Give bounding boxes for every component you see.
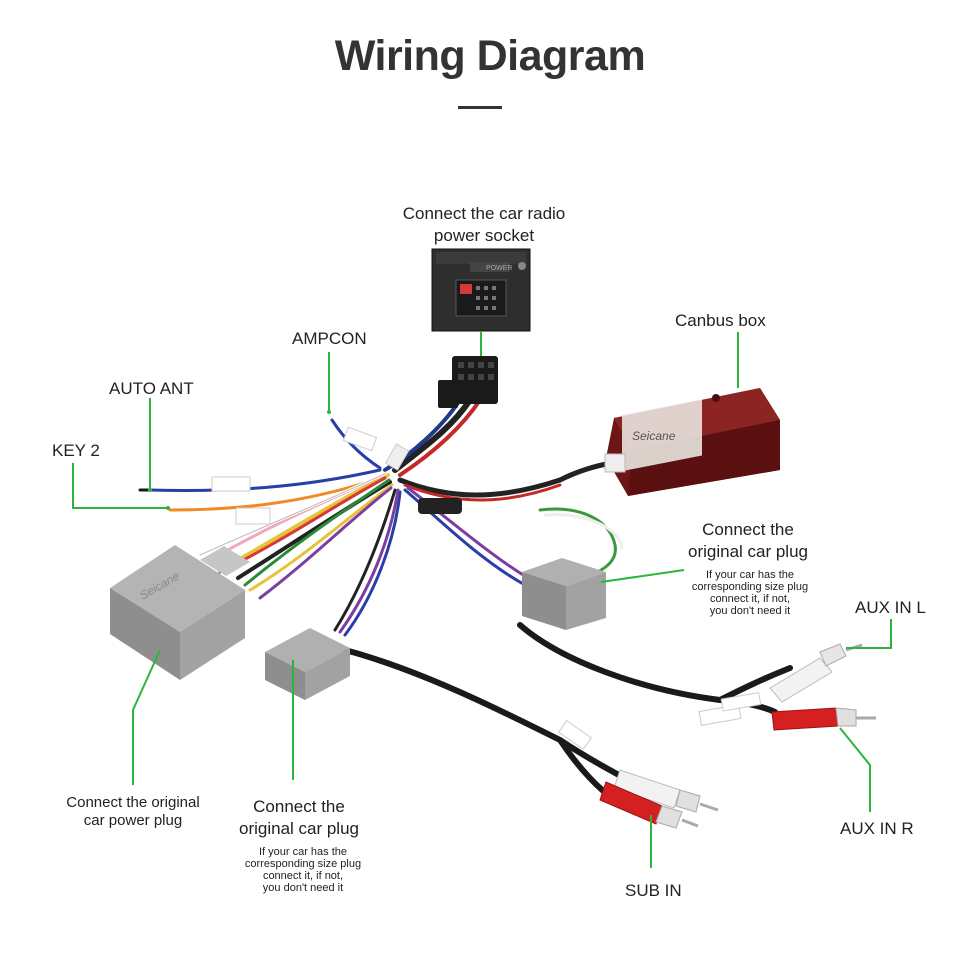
note-right-line2: corresponding size plug (691, 581, 809, 593)
label-aux-in-l: AUX IN L (855, 598, 926, 617)
note-bottom-line1: If your car has the (258, 846, 348, 858)
note-right-line3: connect it, if not, (709, 593, 791, 605)
bottom-plug-photo (265, 628, 350, 700)
label-orig-plug-right: Connect the original car plug (673, 519, 823, 563)
label-auto-ant: AUTO ANT (109, 379, 194, 398)
label-sub-in: SUB IN (625, 881, 682, 900)
power-connector-photo: Seicane (110, 545, 250, 680)
aux-in-r-plug (771, 707, 876, 731)
title-underline (458, 106, 502, 109)
canbus-brand: Seicane (632, 429, 676, 443)
label-radio-socket-line2: power socket (433, 226, 535, 245)
power-tag-text: POWER (486, 265, 512, 272)
note-right-line4: you don't need it (709, 605, 791, 617)
sub-in-white-plug (613, 769, 719, 813)
canbus-box-photo: Seicane (604, 388, 780, 496)
right-plug-photo (522, 558, 606, 630)
label-key2: KEY 2 (52, 441, 100, 460)
label-orig-plug-right-line2: original car plug (687, 542, 808, 561)
note-bottom-line4: you don't need it (262, 882, 344, 894)
label-orig-plug-bottom-line2: original car plug (238, 819, 359, 838)
label-orig-plug-bottom: Connect the original car plug (224, 796, 374, 840)
page-title: Wiring Diagram (334, 32, 646, 80)
aux-in-l-plug (769, 643, 863, 703)
label-power-plug: Connect the original car power plug (48, 794, 218, 830)
label-power-plug-line1: Connect the original (66, 794, 200, 811)
label-power-plug-line2: car power plug (83, 812, 183, 829)
note-bottom-line2: corresponding size plug (244, 858, 362, 870)
label-orig-plug-right-line1: Connect the (702, 520, 794, 539)
label-canbus-box: Canbus box (675, 311, 766, 330)
label-aux-in-r: AUX IN R (840, 819, 914, 838)
label-ampcon: AMPCON (292, 329, 367, 348)
label-radio-socket-line1: Connect the car radio (402, 204, 566, 223)
radio-socket-photo: POWER (431, 248, 531, 332)
label-orig-plug-bottom-line1: Connect the (253, 797, 345, 816)
note-right-line1: If your car has the (705, 569, 795, 581)
leader-lines (72, 331, 892, 868)
sub-in-red-plug (599, 781, 699, 829)
label-radio-socket: Connect the car radio power socket (388, 203, 580, 247)
note-orig-plug-bottom: If your car has the corresponding size p… (233, 846, 373, 894)
note-bottom-line3: connect it, if not, (262, 870, 344, 882)
note-orig-plug-right: If your car has the corresponding size p… (680, 569, 820, 617)
